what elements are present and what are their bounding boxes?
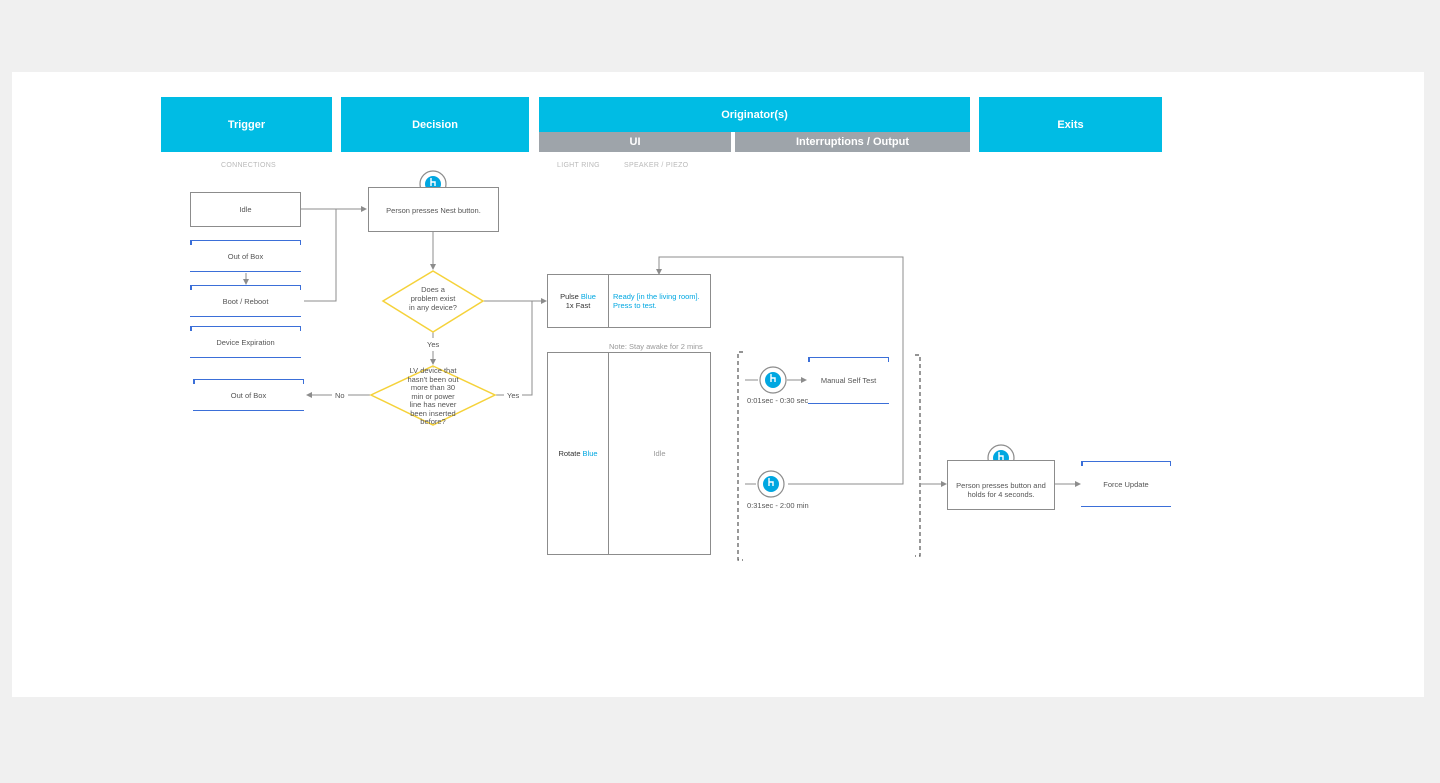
header-exits-label: Exits bbox=[1057, 118, 1084, 131]
header-originators: Originator(s) bbox=[539, 97, 970, 132]
trigger-boot-reboot: Boot / Reboot bbox=[190, 285, 301, 317]
header-trigger: Trigger bbox=[161, 97, 332, 152]
trigger-device-expiration: Device Expiration bbox=[190, 326, 301, 358]
header-decision: Decision bbox=[341, 97, 529, 152]
decision-diamond-lv bbox=[369, 365, 497, 426]
subheader-ui: UI bbox=[539, 132, 731, 152]
subheader-interruptions-label: Interruptions / Output bbox=[795, 136, 910, 148]
trigger-out-of-box-label: Out of Box bbox=[227, 251, 264, 261]
trigger-idle-box: Idle bbox=[190, 192, 301, 227]
trigger-out-of-box: Out of Box bbox=[190, 240, 301, 272]
interrupt-manual-self-test-label: Manual Self Test bbox=[820, 376, 877, 385]
exit-force-update: Force Update bbox=[1081, 461, 1171, 507]
ui-note: Note: Stay awake for 2 mins bbox=[609, 342, 703, 351]
ui-idle-cell: Idle bbox=[653, 449, 666, 458]
decision-diamond-problem bbox=[381, 270, 485, 333]
header-originators-label: Originator(s) bbox=[721, 108, 788, 121]
subheader-ui-label: UI bbox=[629, 136, 641, 148]
decision-problem-text: Does a problem exist in any device? bbox=[409, 285, 457, 312]
decision-lv-text: LV device that hasn't been out more than… bbox=[407, 366, 459, 426]
ui-pulse-cell: Pulse Blue 1x Fast bbox=[548, 275, 609, 327]
interrupt-hold-label: Person presses button and holds for 4 se… bbox=[956, 481, 1046, 499]
decision-yes-label: Yes bbox=[427, 340, 440, 349]
interrupt-hold-box: Person presses button and holds for 4 se… bbox=[947, 460, 1055, 510]
trigger-idle-label: Idle bbox=[239, 205, 252, 214]
decision-person-presses: Person presses Nest button. bbox=[368, 187, 499, 232]
ui-pulse-color: Blue bbox=[580, 292, 596, 301]
header-decision-label: Decision bbox=[412, 118, 458, 131]
caption-connections: CONNECTIONS bbox=[221, 162, 277, 169]
ui-rotate-prefix: Rotate bbox=[558, 449, 581, 458]
ui-pulse-prefix: Pulse bbox=[560, 292, 581, 301]
header-exits: Exits bbox=[979, 97, 1162, 152]
ui-ready-text: Ready [in the living room]. Press to tes… bbox=[613, 292, 700, 310]
ui-rotate-color: Blue bbox=[582, 449, 598, 458]
trigger-device-expiration-label: Device Expiration bbox=[216, 337, 275, 347]
caption-speaker: SPEAKER / PIEZO bbox=[624, 162, 689, 169]
ui-pulse-speed: 1x Fast bbox=[565, 301, 591, 310]
finger-press-icon bbox=[757, 470, 785, 498]
decision-no-label: No bbox=[335, 391, 345, 400]
decision-yes2-label: Yes bbox=[507, 391, 520, 400]
header-trigger-label: Trigger bbox=[227, 118, 266, 131]
exit-force-update-label: Force Update bbox=[1103, 479, 1149, 489]
decision-person-presses-label: Person presses Nest button. bbox=[386, 206, 481, 215]
exit-out-of-box-label: Out of Box bbox=[230, 390, 267, 400]
subheader-interruptions: Interruptions / Output bbox=[735, 132, 970, 152]
exit-out-of-box: Out of Box bbox=[193, 379, 304, 411]
ui-pulse-row: Pulse Blue 1x Fast Ready [in the living … bbox=[547, 274, 711, 328]
interrupt-time-2: 0:31sec - 2:00 min bbox=[747, 501, 809, 510]
ui-pulse-line: Pulse Blue bbox=[560, 292, 596, 301]
interrupt-manual-self-test: Manual Self Test bbox=[808, 357, 889, 404]
trigger-boot-reboot-label: Boot / Reboot bbox=[222, 296, 269, 306]
caption-light-ring: LIGHT RING bbox=[557, 162, 600, 169]
ui-rotate-cell: Rotate Blue bbox=[548, 353, 609, 554]
diagram-canvas bbox=[12, 72, 1424, 697]
interrupt-time-1: 0:01sec - 0:30 sec bbox=[747, 396, 809, 405]
finger-press-icon bbox=[759, 366, 787, 394]
ui-rotate-row: Rotate Blue Idle bbox=[547, 352, 711, 555]
